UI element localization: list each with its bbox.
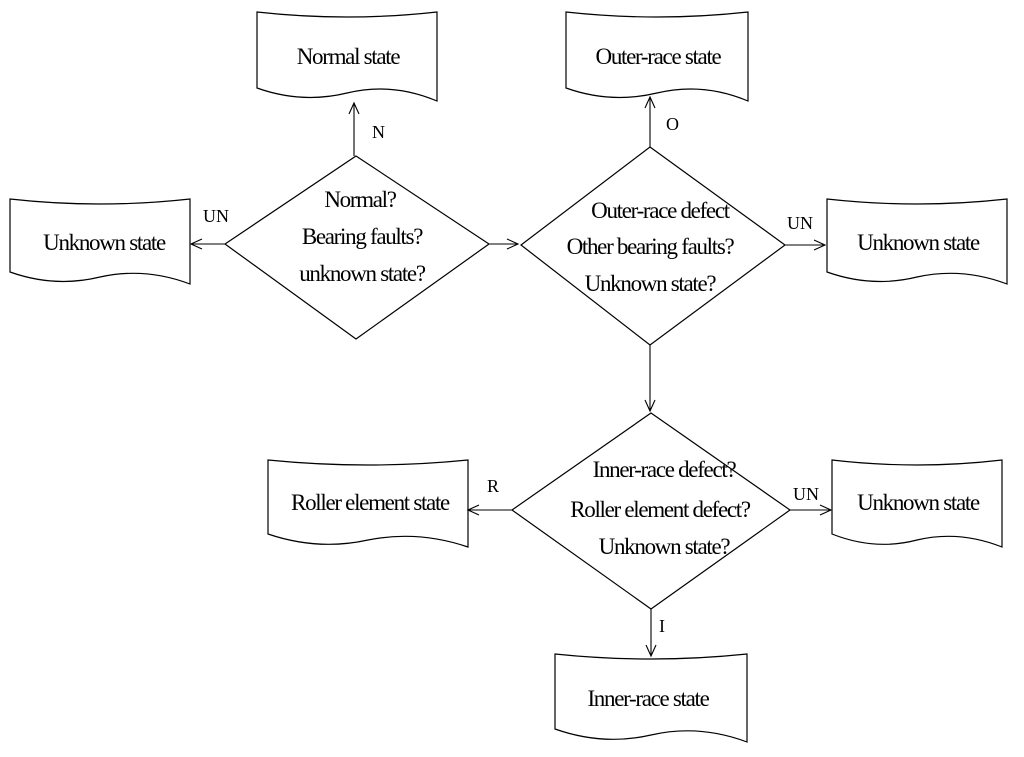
edge-to-roller-element: R — [466, 476, 512, 516]
edge-to-normal: N — [348, 101, 385, 156]
decision-2-line-3: Unknown state? — [585, 271, 717, 296]
state-label-normal: Normal state — [297, 44, 401, 69]
edge-to-inner-race: I — [645, 609, 665, 658]
state-box-unknown-left: Unknown state — [9, 198, 191, 285]
decision-3-line-1: Inner-race defect? — [593, 457, 737, 482]
decision-1-line-2: Bearing faults? — [302, 224, 423, 249]
decision-3-line-3: Unknown state? — [599, 534, 731, 559]
edge-label-un-lower-right: UN — [793, 484, 819, 504]
decision-2-line-1: Outer-race defect — [591, 198, 731, 223]
state-box-inner-race: Inner-race state — [554, 653, 748, 743]
decision-3-line-2: Roller element defect? — [570, 497, 751, 522]
state-label-outer-race: Outer-race state — [596, 44, 722, 69]
edge-to-outer-race: O — [644, 95, 679, 147]
state-box-unknown-right: Unknown state — [826, 198, 1008, 285]
state-box-roller-element: Roller element state — [267, 459, 469, 548]
edge-to-unknown-lower-right: UN — [790, 484, 833, 516]
edge-label-un-left: UN — [203, 206, 229, 226]
decision-1-line-1: Normal? — [324, 187, 396, 212]
edge-to-unknown-right: UN — [785, 213, 827, 251]
decision-diamond-2: Outer-race defect Other bearing faults? … — [520, 146, 787, 346]
edge-to-unknown-left: UN — [189, 206, 229, 250]
state-box-outer-race: Outer-race state — [565, 11, 749, 102]
state-box-normal: Normal state — [256, 11, 438, 102]
edge-d2-to-d3 — [644, 345, 656, 413]
edge-label-n: N — [372, 122, 385, 142]
decision-2-line-2: Other bearing faults? — [567, 234, 735, 259]
decision-diamond-3: Inner-race defect? Roller element defect… — [510, 412, 792, 610]
edge-label-r: R — [487, 476, 499, 496]
edge-d1-to-d2 — [489, 238, 520, 250]
state-label-unknown-right: Unknown state — [857, 230, 980, 255]
state-label-unknown-lower-right: Unknown state — [857, 490, 980, 515]
state-label-roller-element: Roller element state — [291, 490, 450, 515]
state-label-inner-race: Inner-race state — [587, 686, 709, 711]
edge-label-i: I — [659, 616, 665, 636]
state-box-unknown-lower-right: Unknown state — [831, 459, 1003, 548]
decision-diamond-1: Normal? Bearing faults? unknown state? — [223, 155, 491, 340]
edge-label-un-right: UN — [787, 213, 813, 233]
state-label-unknown-left: Unknown state — [43, 230, 166, 255]
edge-label-o: O — [666, 114, 679, 134]
decision-1-line-3: unknown state? — [299, 261, 426, 286]
